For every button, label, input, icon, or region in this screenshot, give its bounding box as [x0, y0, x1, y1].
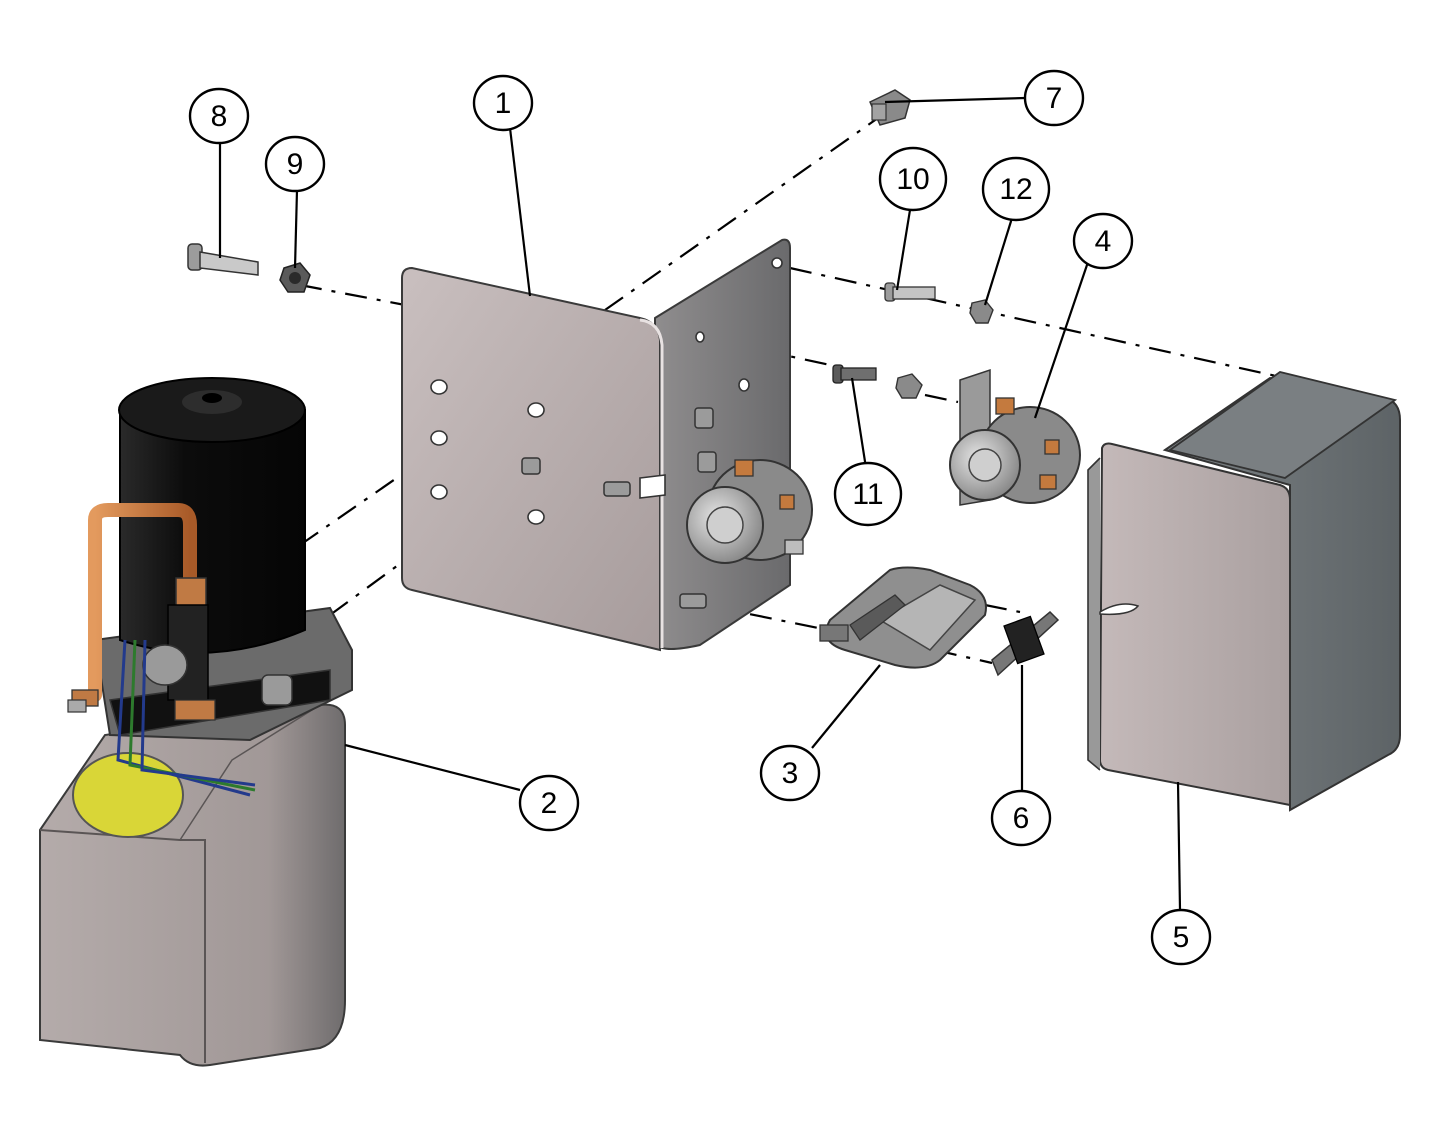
bolt-8	[187, 243, 259, 276]
fuse	[991, 610, 1060, 677]
callout-3: 3	[759, 744, 821, 802]
callout-4: 4	[1072, 212, 1134, 270]
bracket-plate	[401, 238, 791, 652]
assembly-line-cover-top	[789, 266, 1286, 380]
toggle-switch	[819, 566, 987, 669]
callout-label: 10	[896, 163, 929, 196]
callout-11: 11	[833, 461, 903, 527]
assembly-line-fitting	[604, 117, 879, 311]
assembly-line-fuse-1	[984, 603, 1021, 614]
solenoid	[949, 368, 1081, 506]
callout-12: 12	[981, 156, 1051, 222]
callout-5: 5	[1150, 908, 1212, 966]
callout-label: 11	[852, 478, 883, 511]
nut-12	[969, 299, 994, 324]
callout-label: 3	[782, 757, 799, 790]
cover-box	[1087, 371, 1401, 812]
callout-6: 6	[990, 789, 1052, 847]
motor-pump-assembly	[39, 377, 353, 1067]
solenoid-mounted	[686, 459, 813, 564]
callout-label: 1	[495, 87, 512, 120]
callout-label: 7	[1046, 82, 1063, 115]
fitting-7	[869, 89, 911, 126]
callout-8: 8	[188, 87, 250, 145]
screw-11	[832, 364, 923, 399]
callout-label: 8	[211, 100, 228, 133]
assembly-line-bolt	[299, 283, 406, 307]
callout-label: 2	[541, 787, 558, 820]
callout-label: 12	[999, 173, 1032, 206]
bolt-10	[884, 282, 936, 302]
callout-9: 9	[264, 135, 326, 193]
callout-1: 1	[472, 74, 534, 132]
filler-cap	[72, 752, 184, 838]
callout-label: 9	[287, 148, 304, 181]
callout-label: 5	[1173, 921, 1190, 954]
nut-9	[279, 262, 311, 293]
callout-7: 7	[1023, 69, 1085, 127]
leader-lines	[218, 96, 1182, 911]
callout-10: 10	[878, 146, 948, 212]
callout-label: 6	[1013, 802, 1030, 835]
callout-2: 2	[518, 774, 580, 832]
callout-label: 4	[1095, 225, 1112, 258]
assembly-line-solenoid	[924, 393, 959, 404]
